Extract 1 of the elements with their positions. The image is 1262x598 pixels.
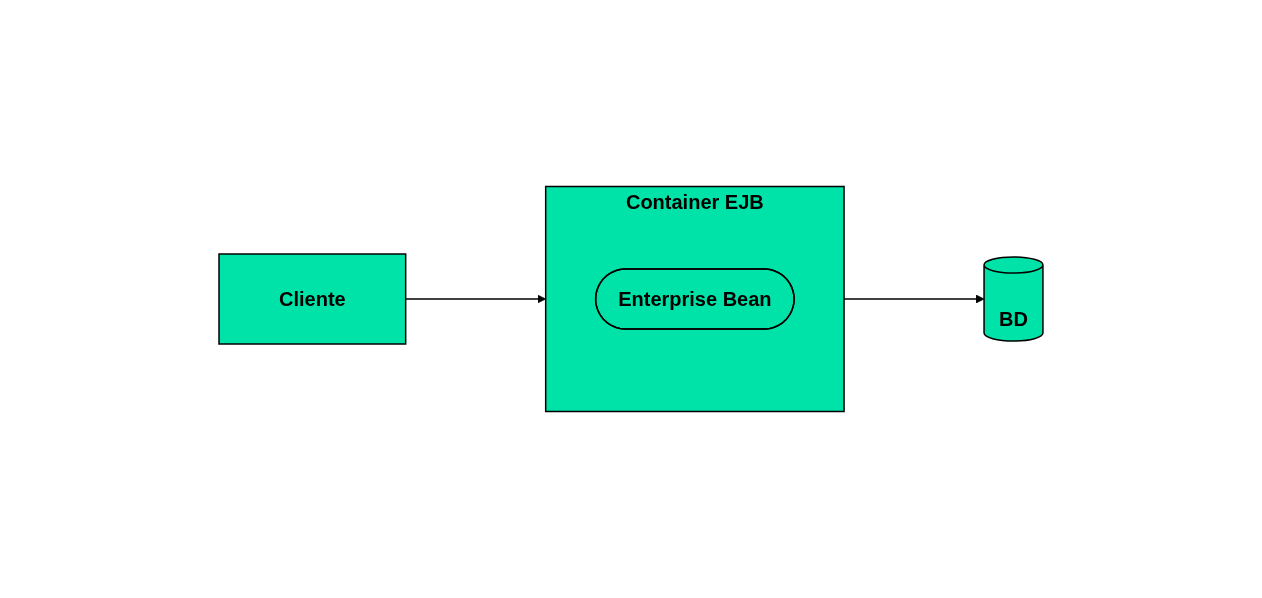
node-box: Cliente	[218, 253, 407, 345]
